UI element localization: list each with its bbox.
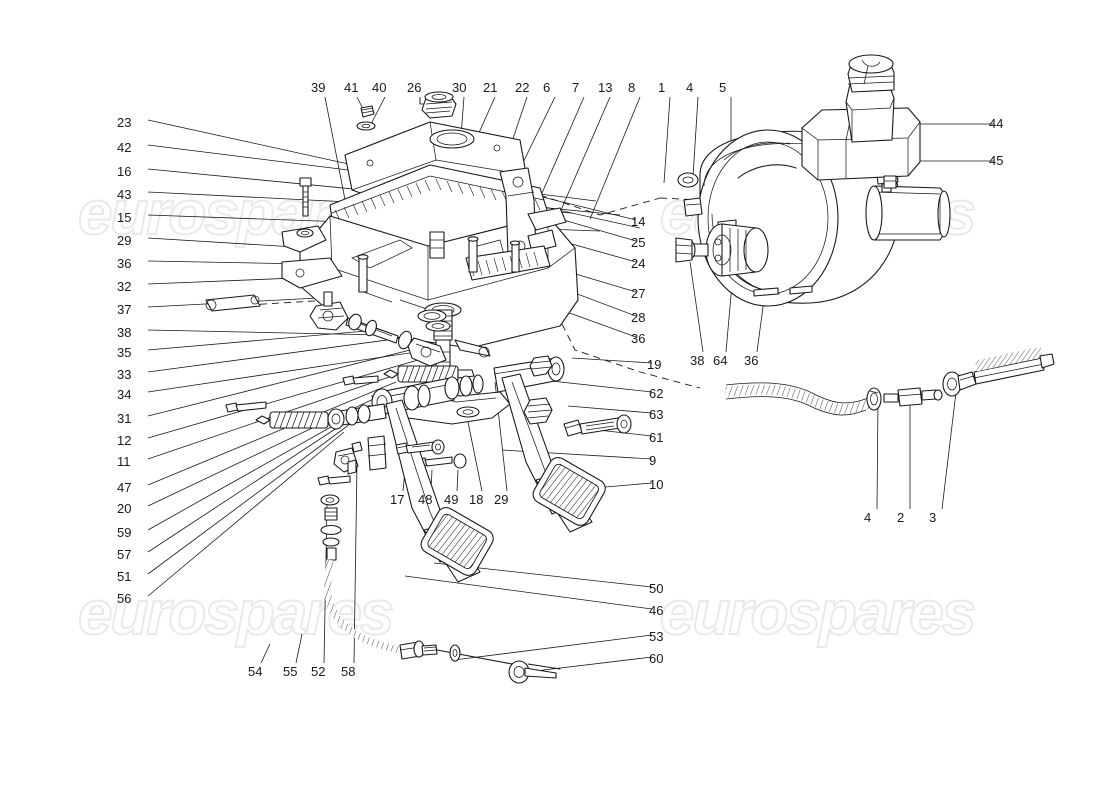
callout-label-20: 20: [117, 501, 132, 516]
callout-label-48: 48: [418, 492, 433, 507]
callout-label-35: 35: [117, 345, 132, 360]
callout-label-1: 1: [658, 80, 666, 95]
bushing-tube-left: [367, 435, 387, 471]
callout-label-52: 52: [311, 664, 326, 679]
callout-label-33: 33: [117, 367, 132, 382]
callout-label-37: 37: [117, 302, 132, 317]
callout-label-55: 55: [283, 664, 298, 679]
bolt-41-washer-40: [356, 105, 376, 131]
callout-label-51: 51: [117, 569, 132, 584]
callout-label-10: 10: [649, 477, 664, 492]
callout-label-58: 58: [341, 664, 356, 679]
callout-label-4: 4: [864, 510, 872, 525]
callout-label-19: 19: [647, 357, 662, 372]
boss-nut-26: [421, 91, 457, 119]
callout-label-47: 47: [117, 480, 132, 495]
pedal-pivot-shaft: [327, 403, 387, 430]
hardware-cluster-pedal: [395, 439, 445, 455]
callout-label-59: 59: [117, 525, 132, 540]
callout-label-23: 23: [117, 115, 132, 130]
brake-pedal: [493, 356, 606, 533]
clutch-pedal: [371, 374, 494, 583]
callout-label-60: 60: [649, 651, 664, 666]
clutch-cable-bracket: [320, 441, 363, 561]
callout-label-61: 61: [649, 430, 664, 445]
callout-label-29: 29: [494, 492, 509, 507]
callout-label-53: 53: [649, 629, 664, 644]
callout-label-26: 26: [407, 80, 422, 95]
callout-label-22: 22: [515, 80, 530, 95]
callout-label-6: 6: [543, 80, 551, 95]
callout-label-17: 17: [390, 492, 405, 507]
callout-label-25: 25: [631, 235, 646, 250]
vacuum-hose-assembly: [725, 346, 1055, 416]
callout-label-11: 11: [117, 454, 131, 469]
callout-label-62: 62: [649, 386, 664, 401]
callout-label-3: 3: [929, 510, 937, 525]
callout-label-2: 2: [897, 510, 905, 525]
callout-label-38: 38: [690, 353, 705, 368]
callout-label-5: 5: [719, 80, 727, 95]
callout-label-57: 57: [117, 547, 132, 562]
reservoir-cap: [847, 54, 895, 93]
pedal-box-studs: [357, 236, 521, 293]
brake-fluid-reservoir: [801, 54, 921, 189]
washer-15: [296, 228, 314, 238]
callout-label-38: 38: [117, 325, 132, 340]
clutch-cable: [324, 559, 561, 684]
callout-label-36: 36: [744, 353, 759, 368]
callout-label-31: 31: [117, 411, 132, 426]
callout-label-9: 9: [649, 453, 657, 468]
callout-label-40: 40: [372, 80, 387, 95]
callout-label-14: 14: [631, 214, 646, 229]
callout-label-49: 49: [444, 492, 459, 507]
callout-label-36: 36: [117, 256, 132, 271]
callout-label-42: 42: [117, 140, 132, 155]
callout-label-45: 45: [989, 153, 1004, 168]
callout-label-54: 54: [248, 664, 263, 679]
callout-label-43: 43: [117, 187, 132, 202]
callout-label-29: 29: [117, 233, 132, 248]
callout-label-13: 13: [598, 80, 613, 95]
callout-label-18: 18: [469, 492, 484, 507]
callout-label-12: 12: [117, 433, 132, 448]
callout-label-30: 30: [452, 80, 467, 95]
callout-label-64: 64: [713, 353, 728, 368]
callout-label-16: 16: [117, 164, 132, 179]
callout-label-8: 8: [628, 80, 636, 95]
servo-hub: [675, 223, 769, 277]
hardware-cluster-right: [523, 355, 632, 437]
callout-label-32: 32: [117, 279, 132, 294]
callout-label-44: 44: [989, 116, 1004, 131]
callout-label-28: 28: [631, 310, 646, 325]
callout-label-41: 41: [344, 80, 359, 95]
callout-label-36: 36: [631, 331, 646, 346]
callout-label-50: 50: [649, 581, 664, 596]
bolt-43: [299, 177, 312, 217]
callout-label-56: 56: [117, 591, 132, 606]
clevis-linkage-37-38: [309, 291, 491, 367]
callout-label-15: 15: [117, 210, 132, 225]
callout-label-24: 24: [631, 256, 646, 271]
callout-label-46: 46: [649, 603, 664, 618]
upper-link-32: [205, 294, 261, 312]
callout-label-63: 63: [649, 407, 664, 422]
callout-label-39: 39: [311, 80, 326, 95]
callout-label-7: 7: [572, 80, 580, 95]
callout-label-34: 34: [117, 387, 132, 402]
callout-label-27: 27: [631, 286, 646, 301]
callout-label-21: 21: [483, 80, 498, 95]
pedal-box-housing: [281, 91, 579, 349]
callout-label-4: 4: [686, 80, 694, 95]
